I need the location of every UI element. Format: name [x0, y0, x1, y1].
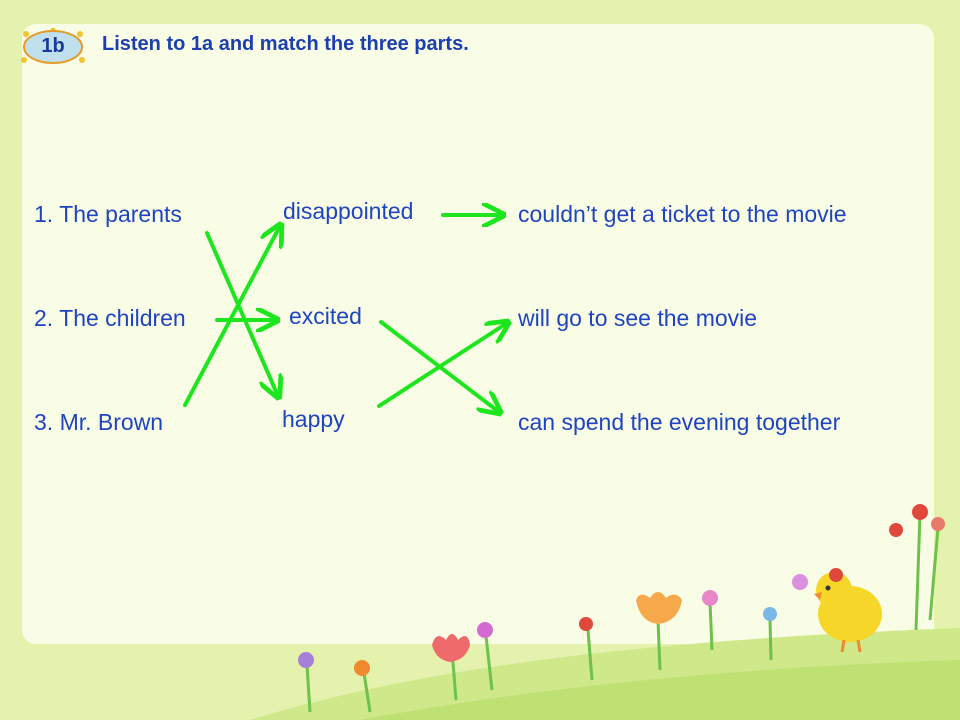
- subject-children: 2. The children: [34, 305, 186, 331]
- instruction-title: Listen to 1a and match the three parts.: [102, 33, 469, 55]
- outcome-evening-together: can spend the evening together: [518, 409, 841, 435]
- feeling-disappointed: disappointed: [283, 198, 414, 224]
- sun-badge-icon: [21, 28, 85, 64]
- subject-mr-brown: 3. Mr. Brown: [34, 409, 164, 435]
- outcome-no-ticket: couldn’t get a ticket to the movie: [518, 201, 847, 227]
- subject-parents: 1. The parents: [34, 201, 182, 227]
- outcome-go-movie: will go to see the movie: [518, 305, 758, 331]
- feeling-excited: excited: [289, 303, 362, 329]
- exercise-badge: 1b: [41, 35, 65, 57]
- feeling-happy: happy: [282, 406, 345, 432]
